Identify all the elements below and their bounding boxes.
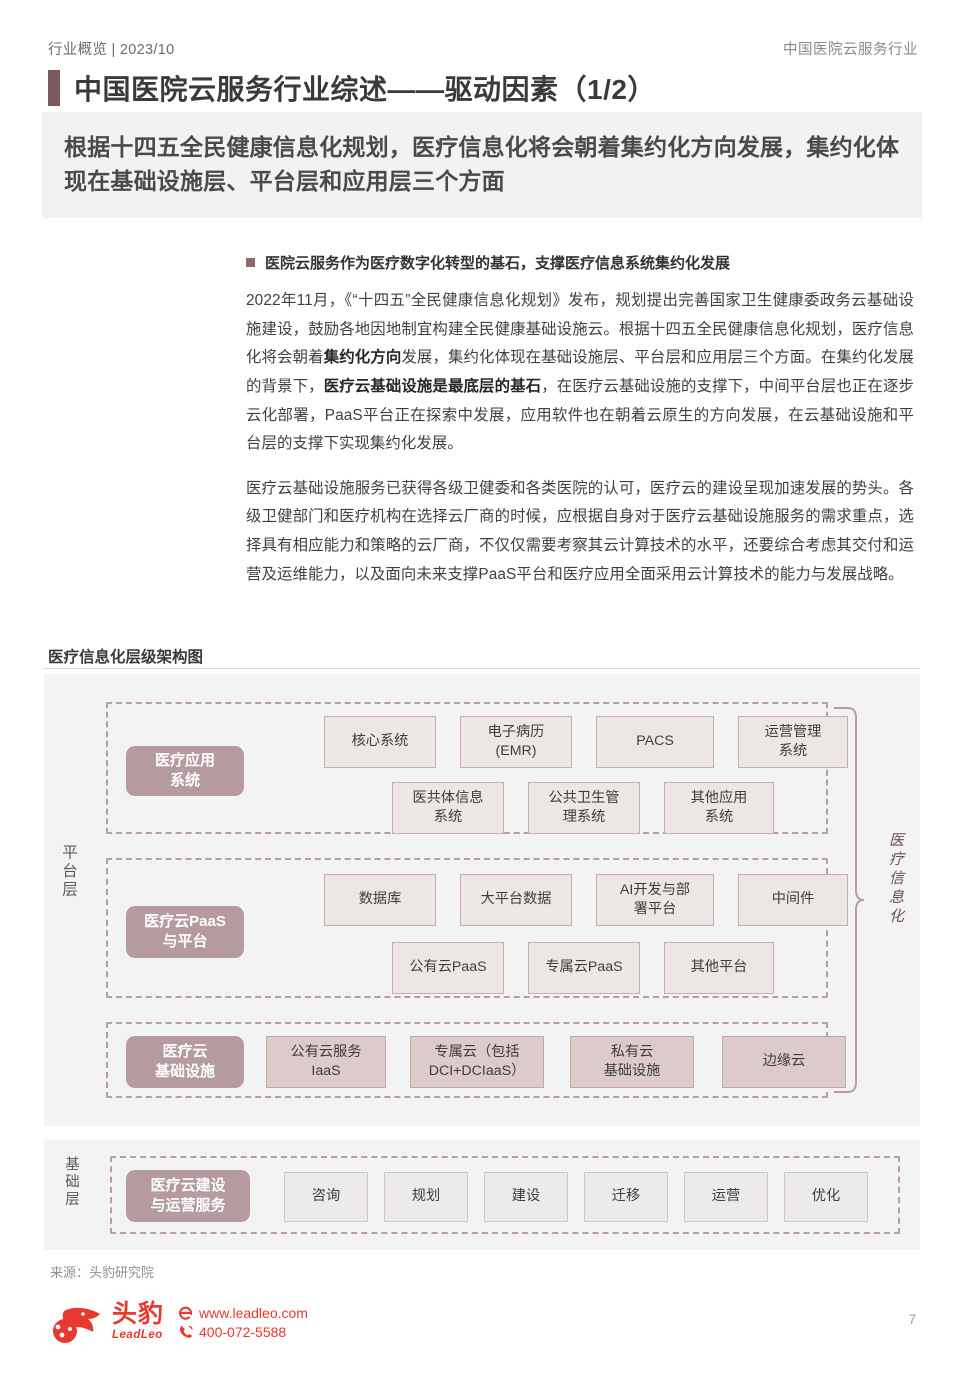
source-note: 来源：头豹研究院 [50,1265,155,1280]
node-optimization: 优化 [784,1172,868,1222]
node-core-system: 核心系统 [324,716,436,768]
page-title-row: 中国医院云服务行业综述——驱动因素（1/2） [48,68,918,108]
pill-medical-cloud-infra: 医疗云基础设施 [126,1036,244,1088]
header-category: 行业概览 | 2023/10 [48,42,175,58]
p1-strong-2: 医疗云基础设施是最底层的基石 [323,377,542,395]
label-medical-informatization: 医疗信息化 [887,832,903,927]
page-number: 7 [908,1312,916,1327]
node-consulting: 咨询 [284,1172,368,1222]
brand-wordmark: 头豹 LeadLeo [112,1302,164,1342]
node-private-cloud-infra: 私有云 基础设施 [570,1036,694,1088]
node-big-platform-data: 大平台数据 [460,874,572,926]
title-accent-bar [48,70,60,106]
pill-infra-line2: 基础设施 [154,1063,215,1080]
paragraph-1: 2022年11月，《“十四五”全民健康信息化规划》发布，规划提出完善国家卫生健康… [246,287,914,459]
pill-base-line1: 医疗云建设 [150,1176,226,1194]
node-migration: 迁移 [584,1172,668,1222]
pill-paas-line2: 与平台 [162,933,208,950]
node-emr: 电子病历 (EMR) [460,716,572,768]
brand-name-cn: 头豹 [112,1300,165,1329]
paragraph-2: 医疗云基础设施服务已获得各级卫健委和各类医院的认可，医疗云的建设呈现加速发展的势… [246,479,914,583]
footer-contact: www.leadleo.com 400-072-5588 [178,1305,308,1340]
website-line[interactable]: www.leadleo.com [178,1305,308,1321]
subtitle-text: 根据十四五全民健康信息化规划，医疗信息化将会朝着集约化方向发展，集约化体现在基础… [64,134,900,195]
node-public-cloud-iaas: 公有云服务 IaaS [266,1036,386,1088]
pill-paas-line1: 医疗云PaaS [144,912,226,930]
phone-icon [180,1325,193,1338]
page-header: 行业概览 | 2023/10 中国医院云服务行业 [48,38,918,59]
header-industry: 中国医院云服务行业 [783,42,918,58]
website-text: www.leadleo.com [199,1304,308,1321]
pill-infra-line1: 医疗云 [162,1042,208,1060]
p1-strong-1: 集约化方向 [323,349,402,367]
node-other-platforms: 其他平台 [664,942,774,994]
node-middleware: 中间件 [738,874,848,926]
bullet-heading-text: 医院云服务作为医疗数字化转型的基石，支撑医疗信息系统集约化发展 [265,255,731,272]
node-database: 数据库 [324,874,436,926]
node-edge-cloud: 边缘云 [722,1036,846,1088]
node-operations: 运营 [684,1172,768,1222]
diagram-rule [44,668,920,669]
label-platform-layer: 平台层 [60,844,78,900]
diagram-base-panel: 基础层 医疗云建设与运营服务 咨询 规划 建设 迁移 运营 优化 [44,1140,920,1250]
body-content: 医院云服务作为医疗数字化转型的基石，支撑医疗信息系统集约化发展 2022年11月… [246,252,914,605]
node-operation-mgmt: 运营管理 系统 [738,716,848,768]
pill-app-line1: 医疗应用 [154,751,215,769]
node-dedicated-cloud-paas: 专属云PaaS [528,942,640,994]
p1-part-c: 发展，集约化体现在基础设施层、平台层和应用层三个方面。在集约化发展的背景下， [246,349,914,395]
node-ai-dev-deploy: AI开发与部 署平台 [596,874,714,926]
pill-medical-cloud-paas: 医疗云PaaS 与平台 [126,906,244,958]
phone-line[interactable]: 400-072-5588 [178,1324,308,1340]
p1-part-e: ，在医疗云基础设施的支撑下，中间平台层也正在逐步云化部署，PaaS平台正在探索中… [246,377,914,453]
phone-text: 400-072-5588 [199,1323,287,1340]
pill-base-line2: 与运营服务 [150,1197,226,1214]
leopard-logo-icon [53,1307,100,1343]
node-other-apps: 其他应用 系统 [664,782,774,834]
bullet-heading: 医院云服务作为医疗数字化转型的基石，支撑医疗信息系统集约化发展 [246,252,914,273]
bullet-square-icon [246,258,255,267]
layer-paas: 医疗云PaaS 与平台 数据库 大平台数据 AI开发与部 署平台 中间件 公有云P… [106,858,848,998]
node-dedicated-cloud-dci: 专属云（包括 DCI+DCIaaS） [410,1036,544,1088]
subtitle-banner: 根据十四五全民健康信息化规划，医疗信息化将会朝着集约化方向发展，集约化体现在基础… [42,112,922,219]
layer-application: 医疗应用系统 核心系统 电子病历 (EMR) PACS 运营管理 系统 医共体信… [106,702,848,834]
label-base-layer: 基础层 [62,1156,79,1209]
node-planning: 规划 [384,1172,468,1222]
grouping-bracket-icon [834,707,865,1093]
web-e-icon [179,1306,193,1320]
pill-cloud-build-ops: 医疗云建设与运营服务 [126,1170,250,1222]
footer-brand: 头豹 LeadLeo www.leadleo.com 400-072-5588 [52,1300,308,1344]
node-public-health: 公共卫生管 理系统 [528,782,640,834]
page-title: 中国医院云服务行业综述——驱动因素（1/2） [74,74,656,105]
pill-application-system: 医疗应用系统 [126,746,244,796]
pill-app-line2: 系统 [169,772,200,789]
layer-infrastructure: 医疗云基础设施 公有云服务 IaaS 专属云（包括 DCI+DCIaaS） 私有… [106,1022,846,1098]
diagram-main-panel: 平台层 医疗信息化 医疗应用系统 核心系统 电子病历 (EMR) PACS 运营… [44,674,920,1126]
node-medical-consortium: 医共体信息 系统 [392,782,504,834]
node-public-cloud-paas: 公有云PaaS [392,942,504,994]
layer-base-services: 医疗云建设与运营服务 咨询 规划 建设 迁移 运营 优化 [110,1156,900,1234]
node-construction: 建设 [484,1172,568,1222]
node-pacs: PACS [596,716,714,768]
brand-name-en: LeadLeo [112,1329,163,1342]
p1-part-a: 2022年11月，《“十四五”全民健康信息化规划》发布，规划提出完善国家卫生健康… [246,292,914,367]
diagram-title: 医疗信息化层级架构图 [48,649,204,666]
